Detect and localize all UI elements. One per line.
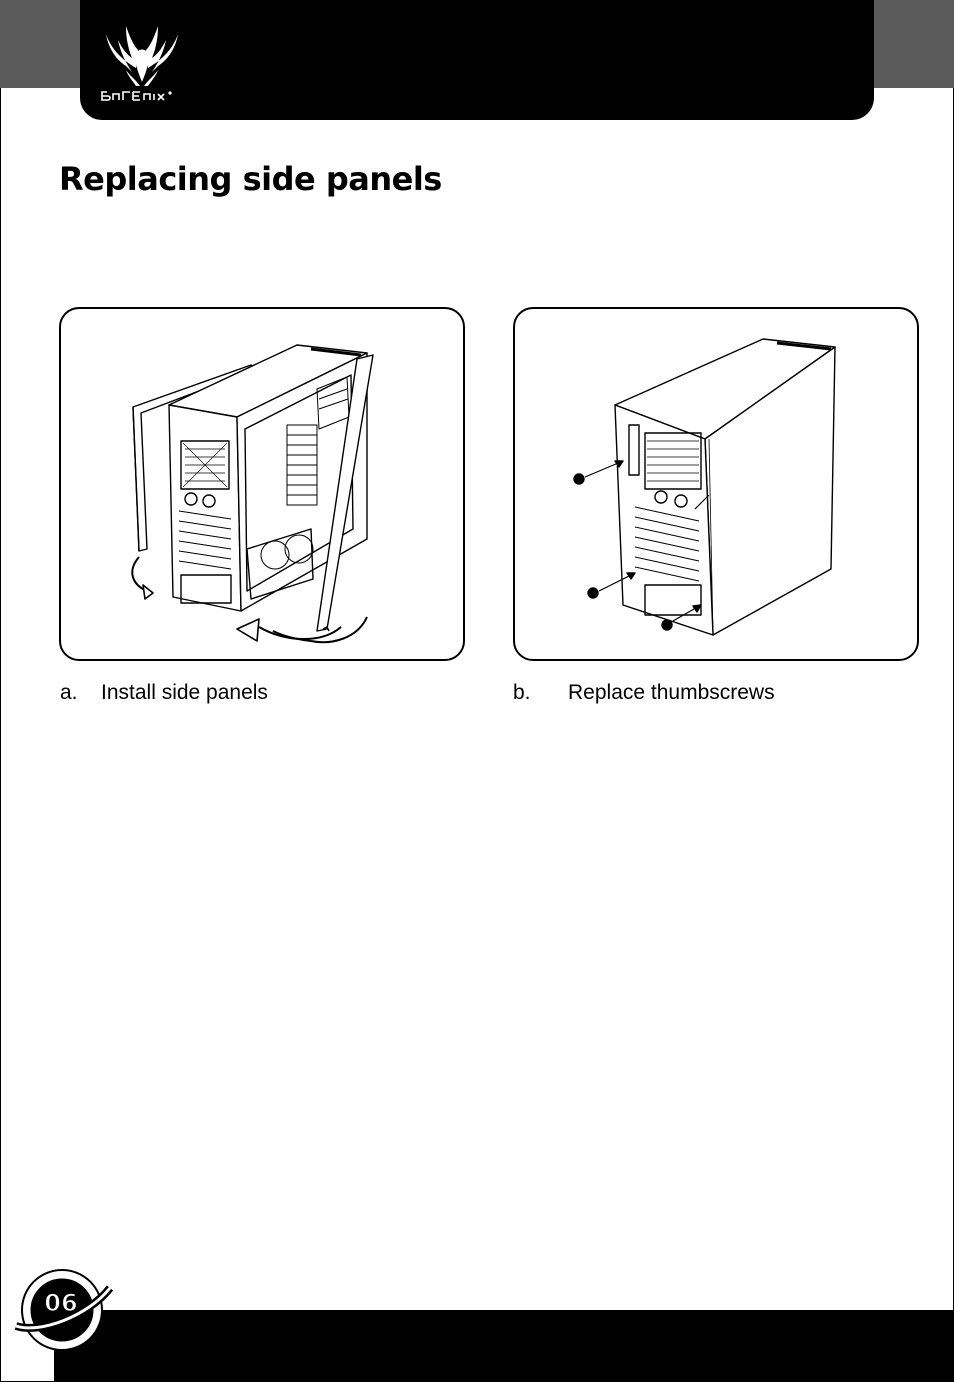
caption-text: Install side panels bbox=[101, 681, 268, 704]
replace-thumbscrews-illustration bbox=[573, 338, 836, 636]
figure-caption-b: b. Replace thumbscrews bbox=[513, 680, 775, 706]
figure-frame-b bbox=[513, 307, 919, 661]
bitfenix-wordmark bbox=[101, 91, 165, 101]
install-side-panels-illustration bbox=[131, 344, 374, 644]
header-bar bbox=[80, 0, 874, 120]
figure-frame-a bbox=[59, 307, 465, 661]
page-title: Replacing side panels bbox=[59, 160, 442, 198]
figure-caption-a: a. Install side panels bbox=[60, 680, 268, 706]
page-number-badge bbox=[14, 1269, 114, 1351]
footer-bar bbox=[54, 1310, 954, 1382]
page-number: 06 bbox=[44, 1288, 79, 1317]
caption-text: Replace thumbscrews bbox=[568, 681, 775, 704]
header-side-tab-right bbox=[874, 0, 954, 88]
caption-marker: a. bbox=[60, 681, 78, 704]
header-side-tab-left bbox=[0, 0, 80, 88]
caption-marker: b. bbox=[513, 681, 531, 704]
bitfenix-phoenix-icon bbox=[106, 26, 178, 86]
bitfenix-logo bbox=[101, 26, 178, 101]
